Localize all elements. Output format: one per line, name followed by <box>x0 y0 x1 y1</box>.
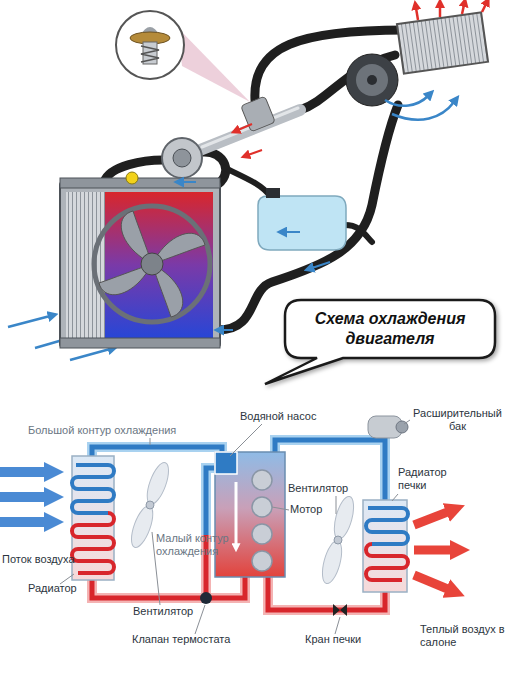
water-pump <box>215 452 237 474</box>
flow-label: Теплый воздух в салоне <box>420 623 510 649</box>
fan-hub <box>146 501 154 509</box>
part-label: Вентилятор <box>133 605 193 618</box>
blower-wheel <box>356 64 388 96</box>
cylinder <box>252 497 272 517</box>
part-label: Вентилятор <box>288 482 348 495</box>
hose <box>225 168 270 196</box>
part-label: Радиатор печки <box>398 466 468 492</box>
circuit-label: Большой контур охлаждения <box>28 424 176 437</box>
inset-circle <box>116 11 184 79</box>
radiator-coil <box>72 513 114 573</box>
circuit-label: Малый контур охлаждения <box>156 532 266 558</box>
radiator-tank <box>60 338 220 348</box>
part-label: Клапан термостата <box>132 633 230 646</box>
flow-arrow <box>235 482 238 545</box>
heater-coil <box>366 508 408 544</box>
warm-air-arrow <box>482 4 486 12</box>
heater-tap <box>333 604 347 616</box>
fan-hub <box>141 253 163 275</box>
heater-radiator <box>363 500 407 592</box>
air-arrow <box>0 517 48 527</box>
warm-air-arrow <box>462 5 464 14</box>
part-label: Расширительный бак <box>410 407 505 433</box>
leader-line <box>335 617 340 634</box>
cylinder <box>252 524 272 544</box>
radiator-coil <box>72 465 114 513</box>
leader-line <box>336 496 337 514</box>
cylinder <box>252 470 272 490</box>
part-label: Водяной насос <box>240 410 316 423</box>
pump-pulley <box>173 149 191 167</box>
radiator-frame <box>60 182 220 347</box>
node-text: Схема охлаждения двигателя <box>299 309 481 349</box>
speech-bubble: Схема охлаждения двигателя <box>285 300 495 358</box>
radiator-cap <box>126 172 138 184</box>
coolant-pipe <box>92 577 245 598</box>
hose <box>218 105 398 330</box>
part-label: Мотор <box>290 503 322 516</box>
expansion-tank <box>258 196 346 250</box>
part-label: Радиатор <box>28 582 77 595</box>
water-pump <box>162 138 202 178</box>
heater-coil <box>366 544 408 580</box>
thermostat-spring <box>141 46 159 62</box>
warm-air-arrow <box>439 6 442 17</box>
inset-pointer <box>178 28 250 102</box>
pipe-outline <box>201 535 211 598</box>
fan-blade <box>319 539 346 586</box>
radiator-fins <box>66 192 108 338</box>
part-label: Кран печки <box>305 633 361 646</box>
bubble-outline <box>285 300 495 358</box>
leader-line <box>150 438 151 445</box>
leader-line <box>230 424 262 456</box>
coolant-pipe <box>275 440 385 502</box>
air-arrow <box>8 316 50 327</box>
warm-air-arrow <box>414 546 454 555</box>
leader-line <box>272 507 289 510</box>
leader-line <box>404 420 410 424</box>
hose <box>345 225 372 242</box>
blower-hub <box>367 75 377 85</box>
fan-blade <box>331 494 358 541</box>
flow-arrow <box>312 262 330 268</box>
leader-line <box>392 494 398 501</box>
node-content: Схема охлаждения двигателя <box>285 300 495 358</box>
flow-arrow <box>222 329 233 331</box>
cylinder <box>252 551 272 571</box>
fan-blade <box>127 503 157 550</box>
pipe-outline <box>92 577 245 598</box>
warm-air-arrow <box>416 8 418 20</box>
thermostat-valve <box>200 592 212 604</box>
flow-arrow <box>285 231 300 233</box>
air-arrow <box>392 102 454 120</box>
air-arrow <box>0 467 48 477</box>
coolant-pipe <box>204 535 209 598</box>
air-arrow <box>70 349 110 360</box>
radiator-box <box>72 456 114 580</box>
flow-arrow <box>182 181 196 183</box>
flow-arrow <box>238 124 252 130</box>
fan-shroud <box>94 206 210 322</box>
fan-blade <box>143 460 173 507</box>
bubble-shape <box>265 300 495 384</box>
warm-air-arrow <box>414 511 450 525</box>
pipe-outline <box>275 440 385 502</box>
warm-air-arrow <box>414 575 450 590</box>
air-arrow <box>0 492 48 502</box>
flow-label: Поток воздуха <box>2 553 75 566</box>
heater-core <box>397 12 488 73</box>
flow-arrow <box>248 150 262 155</box>
air-arrow <box>385 96 428 106</box>
fan-hub <box>334 536 342 544</box>
engine-block <box>215 452 285 577</box>
blower <box>346 54 398 106</box>
tank-cap <box>266 188 280 198</box>
radiator-tank <box>60 178 220 188</box>
leader-line <box>195 605 205 634</box>
